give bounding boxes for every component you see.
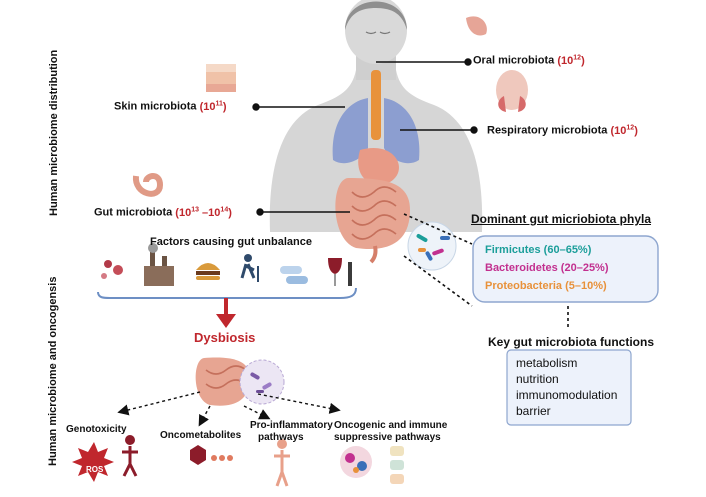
outcome-proinflammatory-line1: Pro-inflammatory: [250, 420, 333, 431]
outcome-proinflammatory-line2: pathways: [258, 432, 304, 443]
intestine-small-icon: [133, 173, 164, 197]
factors-bracket: [97, 287, 357, 299]
oncogenesis-side-label: Human microbiome and oncogensis: [47, 276, 59, 466]
ros-label: ROS: [86, 465, 104, 474]
phyla-box: [472, 235, 659, 303]
alcohol-icon: [328, 258, 352, 286]
pathogen-icon: [101, 260, 123, 279]
mouth-icon: [466, 16, 487, 36]
inflamed-body-icon: [274, 439, 290, 487]
phyla-item-bacteroidetes: Bacteroidetes (20–25%): [485, 262, 609, 274]
phyla-title: Dominant gut micriobiota phyla: [471, 212, 652, 226]
pills-icon: [280, 266, 308, 284]
immune-cells-icon: [390, 446, 404, 484]
gut-bacteria-icon: [407, 221, 457, 271]
factory-icon: [144, 243, 174, 286]
function-item: barrier: [516, 404, 551, 418]
phyla-item-firmicutes: Firmicutes (60–65%): [485, 244, 592, 256]
function-item: metabolism: [516, 356, 578, 370]
oral-microbiota-label: Oral microbiota (1012): [473, 54, 585, 67]
ros-burst-icon: [72, 442, 114, 482]
skin-microbiota-label: Skin microbiota (1011): [114, 100, 227, 113]
connector-lines: [252, 58, 478, 216]
dysbiosis-label: Dysbiosis: [194, 330, 256, 345]
dysbiosis-gut-icon: [195, 357, 285, 406]
factors-title: Factors causing gut unbalance: [150, 236, 312, 248]
dna-person-icon: [122, 435, 138, 477]
outcome-genotoxicity: Genotoxicity: [66, 424, 127, 435]
respiratory-tract-icon: [496, 70, 528, 112]
functions-title: Key gut microbiota functions: [488, 335, 655, 349]
gut-microbiota-label: Gut microbiota (1013 –1014): [94, 206, 232, 219]
distribution-side-label: Human microbiome distribution: [48, 49, 60, 216]
function-item: immunomodulation: [516, 388, 618, 402]
factor-icons: [101, 243, 352, 286]
outcome-oncogenic-line2: suppressive pathways: [334, 432, 441, 443]
red-down-arrow: [216, 298, 236, 328]
lungs-icon: [332, 70, 420, 164]
respiratory-microbiota-label: Respiratory microbiota (1012): [487, 124, 638, 137]
tumor-cells-icon: [340, 446, 372, 478]
skin-icon: [206, 64, 236, 92]
dotted-guides: [403, 213, 569, 330]
elderly-person-icon: [240, 254, 259, 282]
digestive-tract-icon: [335, 147, 410, 264]
phyla-item-proteobacteria: Proteobacteria (5–10%): [485, 280, 607, 292]
outcome-arrows: [117, 391, 341, 427]
outcome-oncometabolites: Oncometabolites: [160, 430, 242, 441]
outcome-oncogenic-line1: Oncogenic and immune: [334, 420, 448, 431]
burger-icon: [196, 263, 220, 280]
function-item: nutrition: [516, 372, 559, 386]
molecule-icon: [190, 445, 233, 465]
functions-box: [506, 349, 632, 426]
